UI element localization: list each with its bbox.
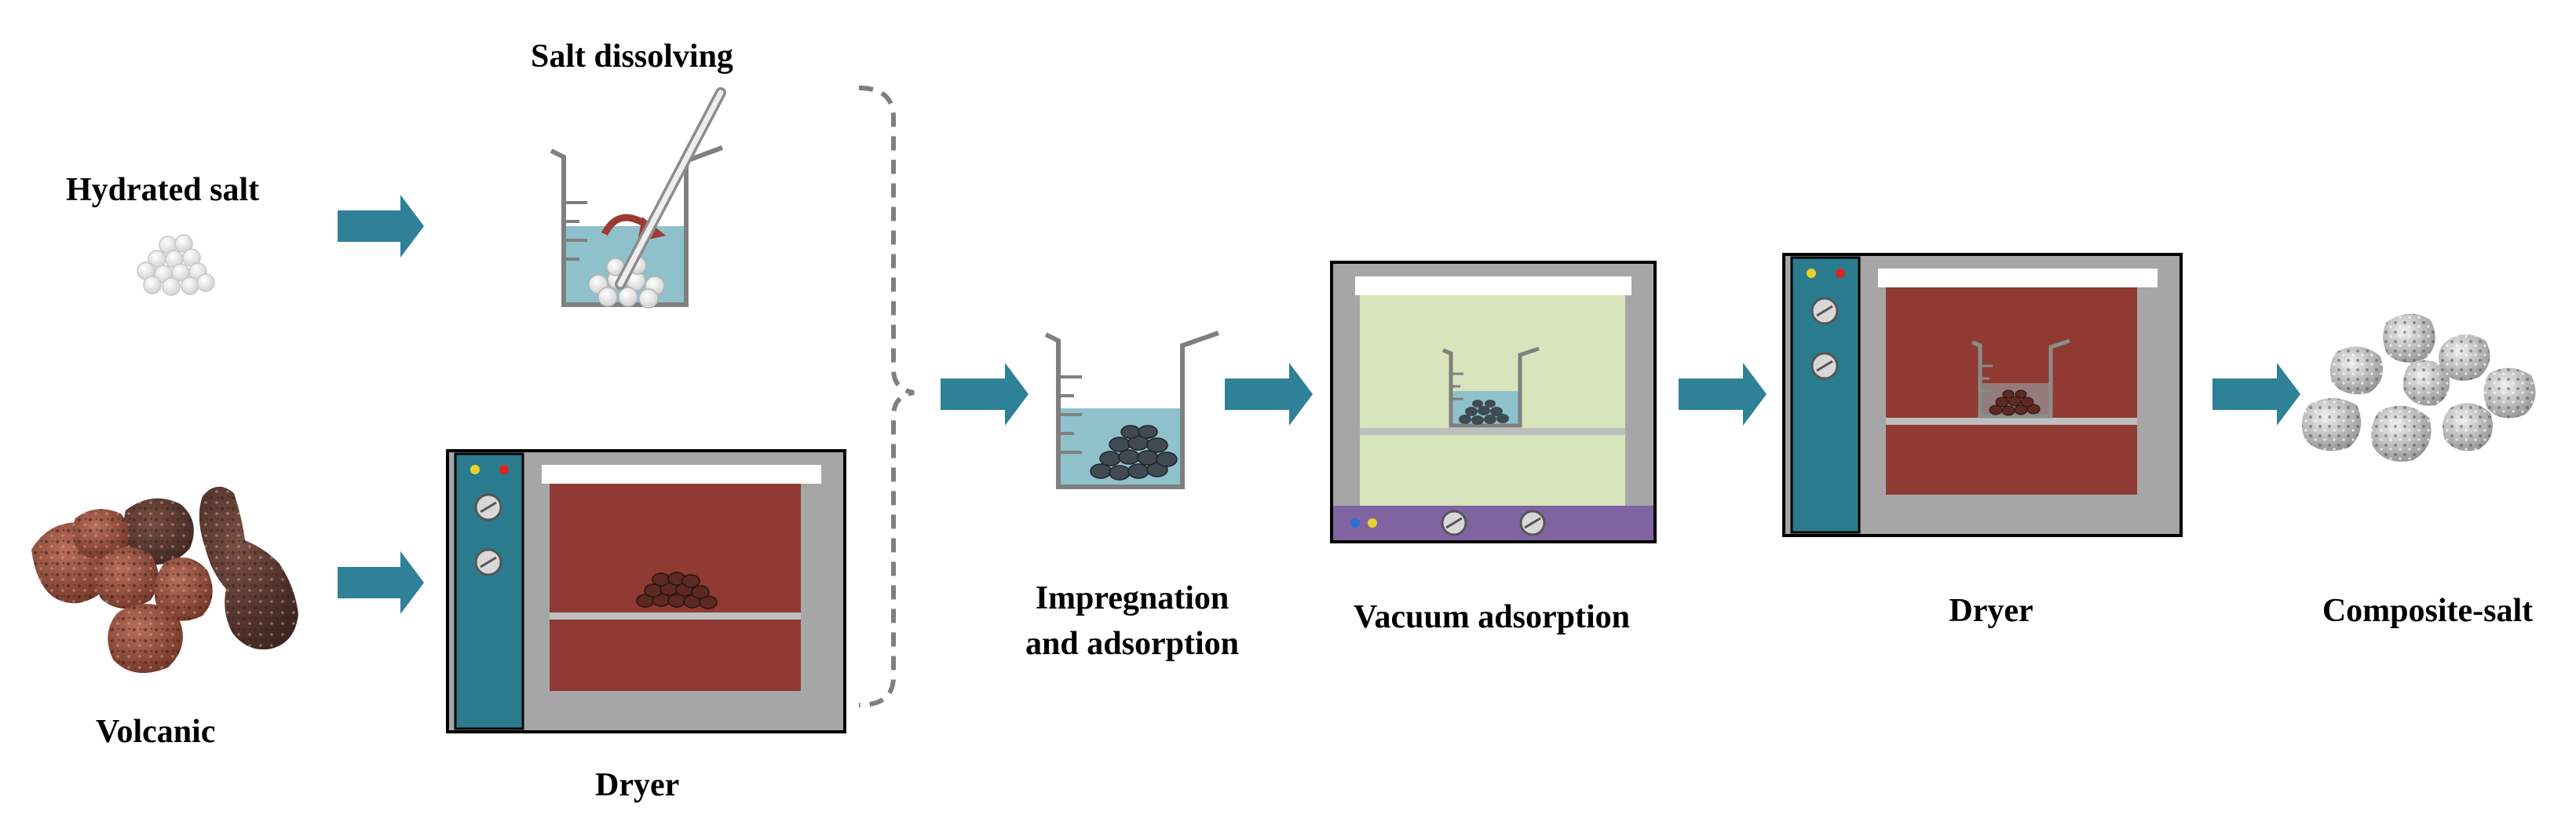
- label-impregnation-line2: and adsorption: [1025, 626, 1239, 662]
- beaker-icon: [1044, 331, 1219, 489]
- right-arrow-icon: [338, 195, 424, 258]
- right-arrow-icon: [2212, 363, 2300, 426]
- arrow-hydrated-salt: [338, 195, 424, 258]
- stir-rod-icon: [615, 87, 726, 290]
- right-arrow-icon: [1679, 363, 1767, 426]
- beaker-icon: [1442, 346, 1540, 428]
- arrow-to-impregnation: [941, 363, 1029, 426]
- label-impregnation-line1: Impregnation: [1035, 580, 1230, 616]
- oven-icon: [446, 449, 846, 733]
- composite-salt-icon: [2301, 313, 2536, 462]
- arrow-volcanic: [338, 551, 424, 614]
- label-dryer-second: Dryer: [1949, 593, 2033, 629]
- label-hydrated-salt: Hydrated salt: [66, 172, 260, 208]
- label-dryer-first: Dryer: [595, 767, 680, 803]
- arrow-to-composite: [2212, 363, 2300, 426]
- bracket-icon: [858, 86, 915, 707]
- label-salt-dissolving: Salt dissolving: [531, 38, 733, 75]
- volcanic-rock-icon: [31, 486, 298, 674]
- right-arrow-icon: [941, 363, 1029, 426]
- arrow-to-vacuum: [1225, 363, 1313, 426]
- salt-pellets-icon: [137, 234, 215, 296]
- label-composite-salt: Composite-salt: [2322, 593, 2534, 629]
- vacuum-chamber-icon: [1330, 261, 1657, 543]
- right-arrow-icon: [1225, 363, 1313, 426]
- label-vacuum-adsorption: Vacuum adsorption: [1353, 599, 1631, 635]
- beaker-icon: [1971, 338, 2070, 419]
- arrow-to-dryer-second: [1679, 363, 1767, 426]
- label-volcanic: Volcanic: [96, 714, 216, 750]
- oven-icon: [1782, 253, 2183, 537]
- right-arrow-icon: [338, 551, 424, 614]
- impregnation-beaker: [1044, 331, 1219, 489]
- salt-dissolving-beaker: [550, 87, 726, 309]
